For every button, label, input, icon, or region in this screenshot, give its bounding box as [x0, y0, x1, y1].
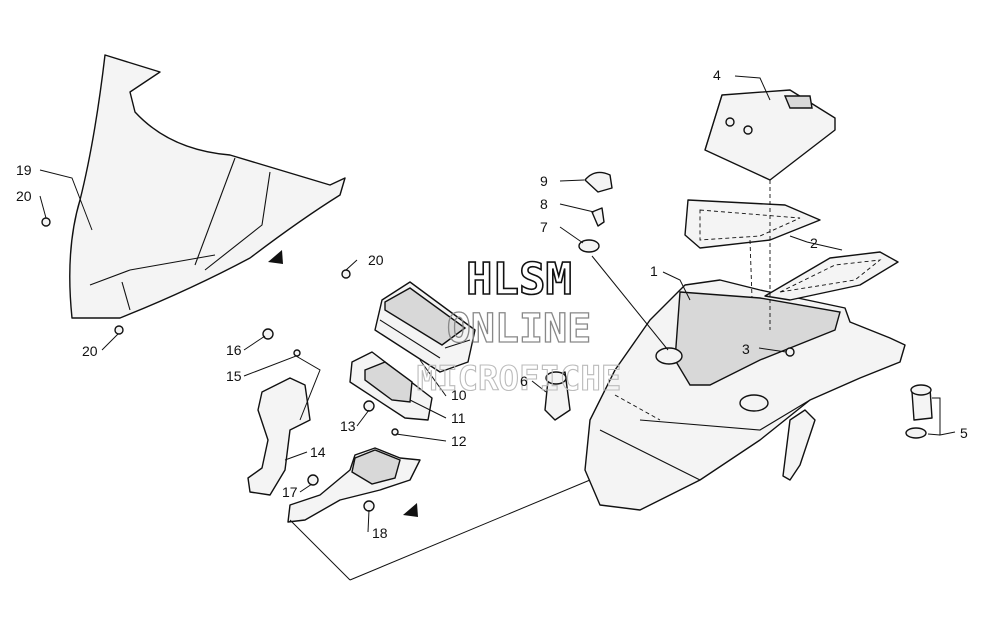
callout-15: 15	[226, 368, 242, 384]
gauge-bracket	[349, 351, 433, 421]
callout-18: 18	[372, 525, 388, 541]
arrow-markers	[268, 250, 418, 517]
callout-2: 2	[810, 235, 818, 251]
watermark: HLSM ONLINE MICROFICHE	[416, 253, 622, 399]
trim-panel-upper	[684, 199, 821, 249]
callout-8: 8	[540, 196, 548, 212]
key-switch	[578, 171, 613, 253]
trim-panel-lower	[764, 251, 899, 301]
switch-assembly	[544, 371, 571, 421]
watermark-line2: ONLINE	[447, 306, 592, 352]
callout-1: 1	[650, 263, 658, 279]
leader-lines	[39, 75, 956, 581]
callout-4: 4	[713, 67, 721, 83]
callout-11: 11	[451, 410, 466, 426]
callout-20-bottom: 20	[82, 343, 98, 359]
callout-3: 3	[742, 341, 750, 357]
callout-20-left: 20	[16, 188, 32, 204]
callout-6: 6	[520, 373, 528, 389]
plug-assembly	[905, 384, 933, 439]
fasteners	[41, 217, 795, 512]
storage-box	[704, 89, 836, 181]
callout-20-right: 20	[368, 252, 384, 268]
callout-14: 14	[310, 444, 326, 460]
watermark-line3: MICROFICHE	[417, 359, 622, 399]
callout-19: 19	[16, 162, 32, 178]
callout-16: 16	[226, 342, 242, 358]
callout-5: 5	[960, 425, 968, 441]
speedometer	[374, 281, 476, 373]
callout-10: 10	[451, 387, 467, 403]
callout-17: 17	[282, 484, 298, 500]
callout-9: 9	[540, 173, 548, 189]
callouts: 1 2 3 4 5 6 7 8 9 10 11 12 13 14 15 16 1…	[16, 67, 968, 541]
mount-bracket	[247, 377, 421, 523]
hood	[584, 279, 906, 511]
watermark-line1: HLSM	[466, 254, 572, 305]
callout-12: 12	[451, 433, 467, 449]
callout-13: 13	[340, 418, 356, 434]
callout-7: 7	[540, 219, 548, 235]
windshield	[69, 54, 346, 319]
